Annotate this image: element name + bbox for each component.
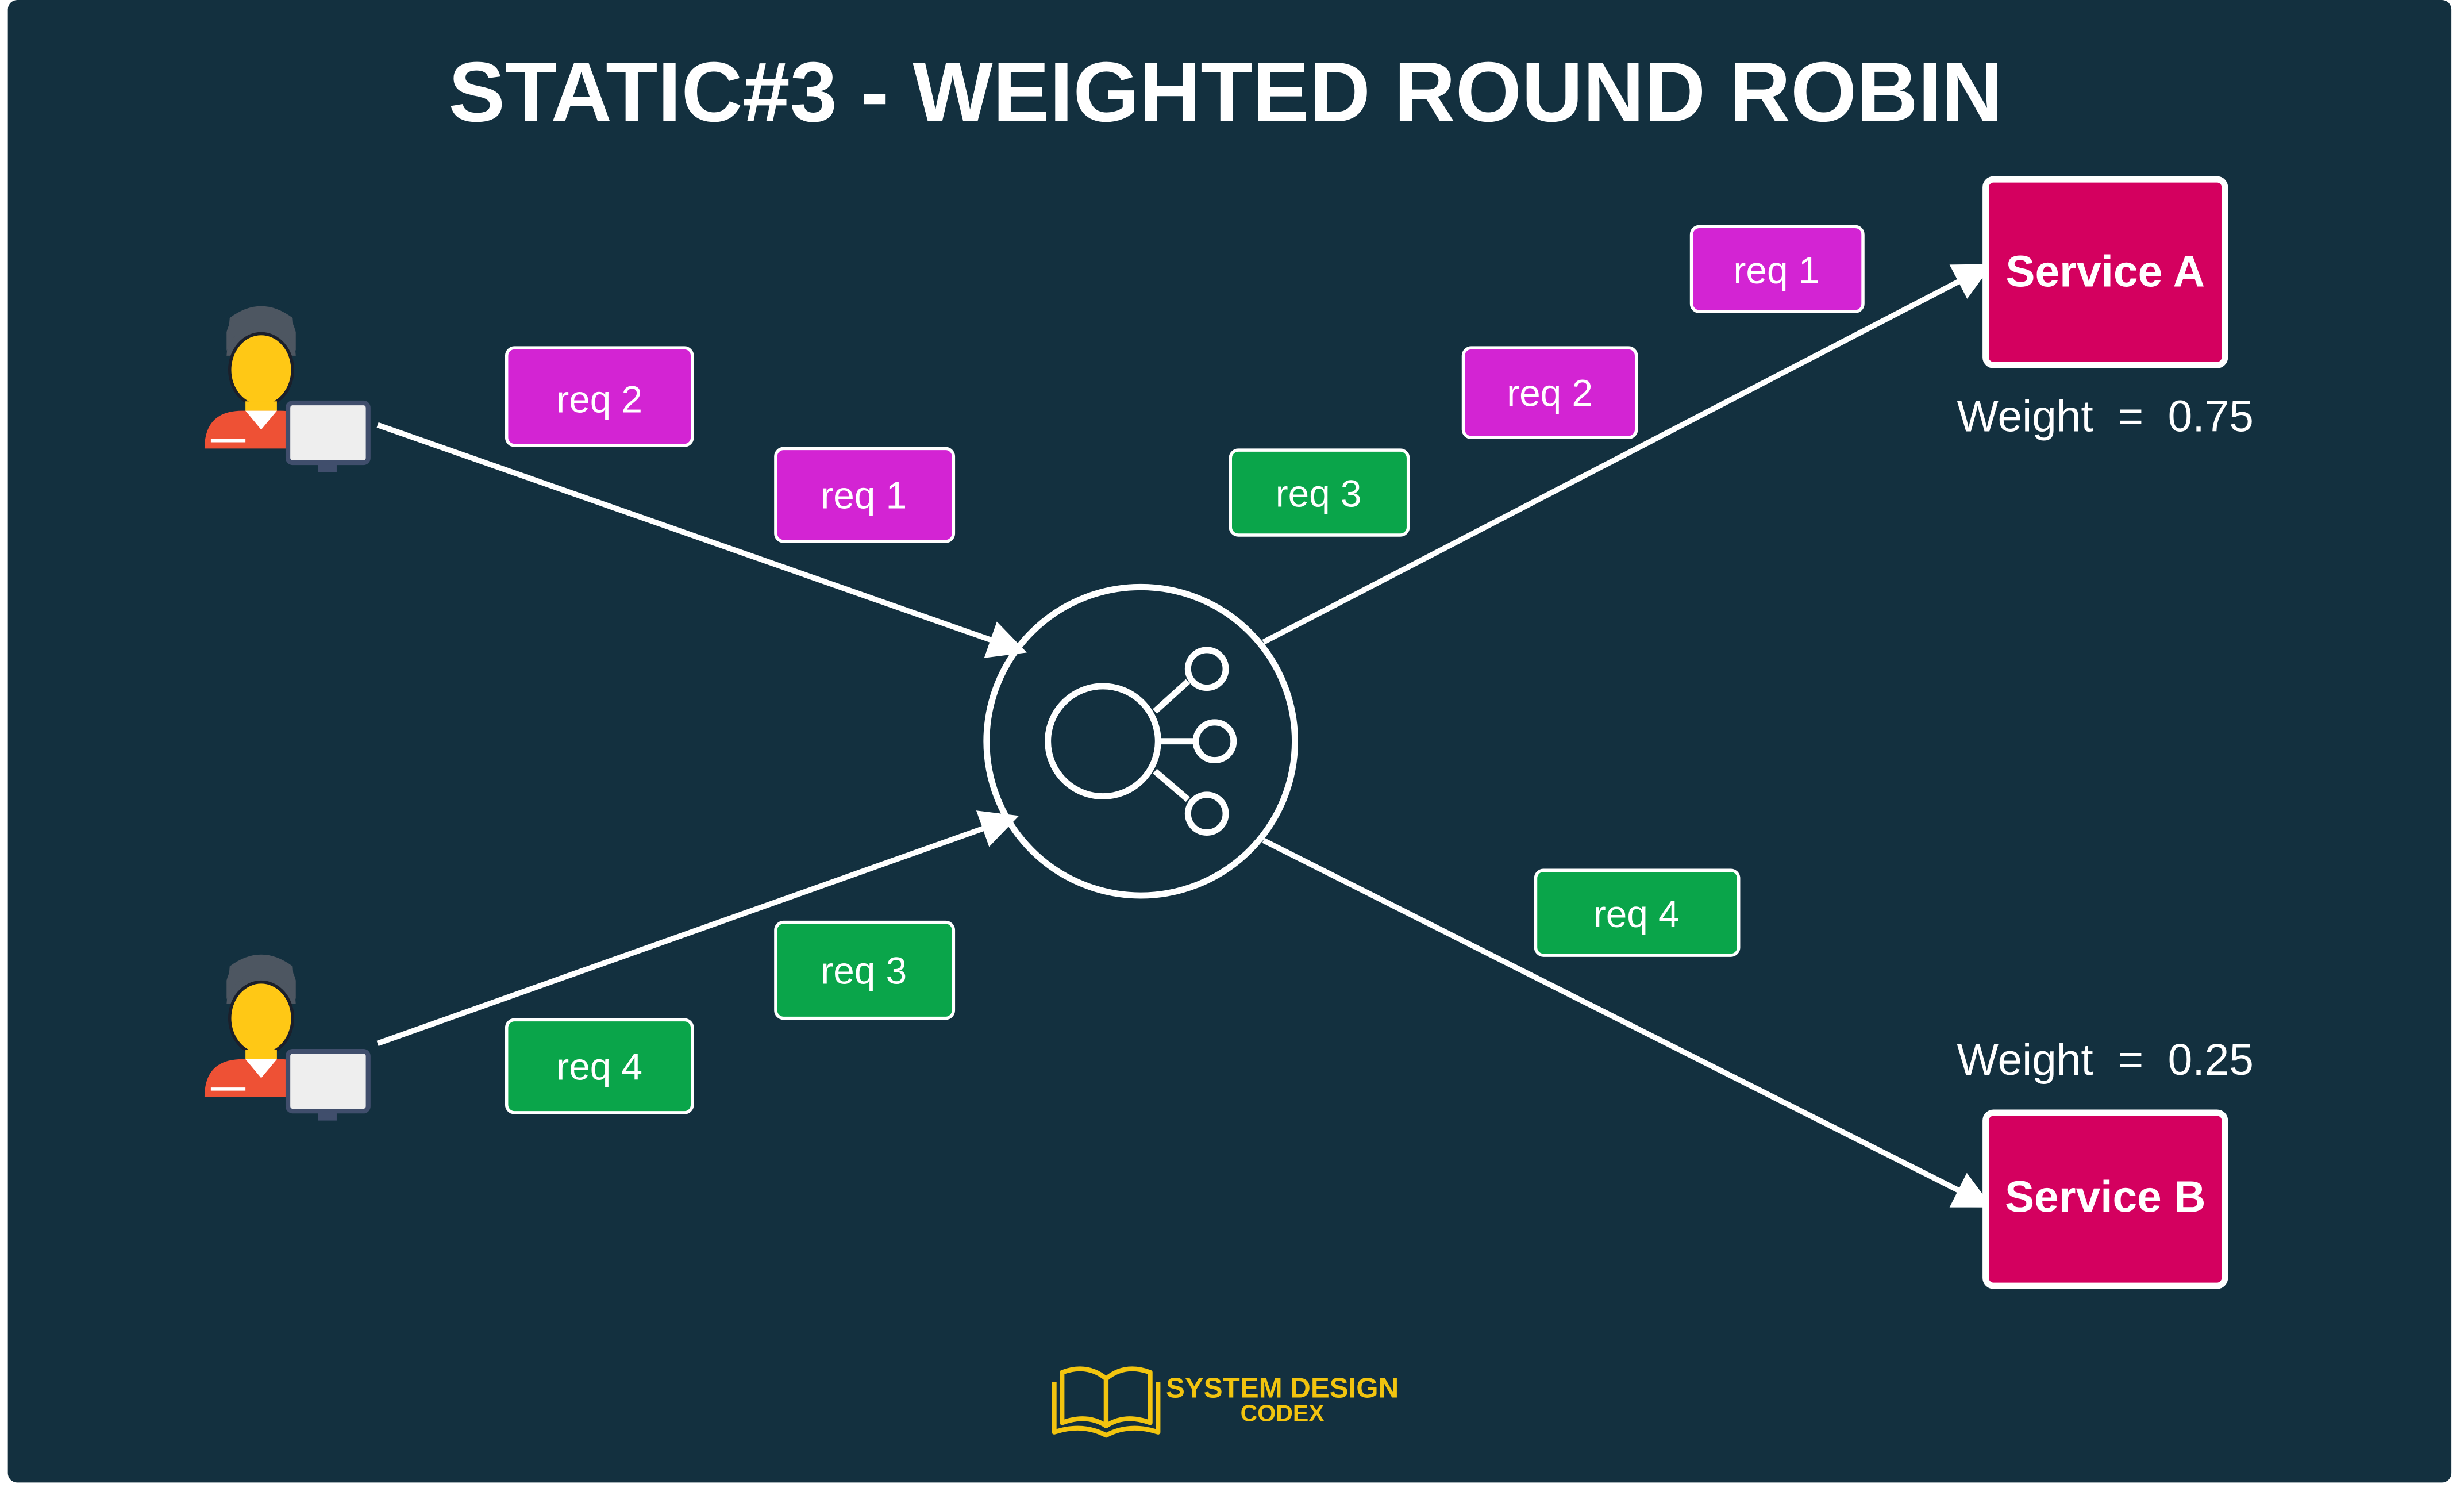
request-badge-box [1689, 225, 1865, 313]
arrow-lb-to-service-b [1262, 837, 1993, 1208]
request-badge-label: req 1 [821, 474, 907, 516]
client-2-user-at-computer-icon [204, 954, 371, 1121]
load-balancer-ring [983, 583, 1299, 899]
logo-text-line1: SYSTEM DESIGN [1166, 1373, 1399, 1404]
request-badge-client2-req3: req 3 [774, 920, 956, 1020]
request-badge-label: req 3 [821, 950, 907, 991]
service-a-box [1982, 176, 2228, 368]
request-badge-box [1229, 448, 1410, 537]
connections [376, 264, 1993, 1208]
request-badge-label: req 2 [556, 378, 642, 420]
request-badge-service-b-req4: req 4 [1534, 868, 1741, 957]
load-balancer [983, 583, 1299, 899]
request-badge-label: req 4 [556, 1045, 642, 1087]
logo-text-line2: CODEX [1241, 1400, 1325, 1427]
service-b-label: Service B [2005, 1173, 2205, 1221]
service-b-weight: Weight = 0.25 [1957, 1036, 2254, 1085]
request-badge-client1-req2: req 2 [505, 346, 694, 447]
request-badge-label: req 2 [1507, 372, 1593, 414]
request-badge-label: req 3 [1276, 473, 1362, 515]
request-badge-label: req 4 [1593, 893, 1680, 935]
arrow-client1-to-lb [376, 422, 1027, 658]
open-book-icon [1052, 1366, 1161, 1438]
request-badge-box [1534, 868, 1741, 957]
system-design-codex-logo: SYSTEM DESIGN CODEX [1052, 1366, 1399, 1438]
client-1-user-at-computer-icon [204, 306, 371, 472]
request-badge-client1-req1: req 1 [774, 447, 956, 543]
request-badge-service-a-req3: req 3 [1229, 448, 1410, 537]
load-balancer-share-icon [1045, 647, 1237, 836]
service-a-weight: Weight = 0.75 [1957, 392, 2254, 441]
page-title: STATIC#3 - WEIGHTED ROUND ROBIN [448, 45, 2003, 140]
request-badge-box [1461, 346, 1638, 439]
request-badge-box [774, 920, 956, 1020]
request-badge-client2-req4: req 4 [505, 1018, 694, 1114]
request-badge-service-a-req1: req 1 [1689, 225, 1865, 313]
request-badge-service-a-req2: req 2 [1461, 346, 1638, 439]
arrow-lb-to-service-a [1262, 264, 1993, 645]
service-a: Service A Weight = 0.75 [1957, 176, 2254, 441]
service-b: Weight = 0.25 Service B [1957, 1036, 2254, 1289]
service-a-label: Service A [2005, 247, 2205, 296]
arrow-client2-to-lb [376, 810, 1019, 1046]
service-b-box [1982, 1109, 2228, 1289]
request-badge-box [505, 346, 694, 447]
request-badge-label: req 1 [1734, 249, 1820, 291]
request-badge-box [774, 447, 956, 543]
request-badge-box [505, 1018, 694, 1114]
